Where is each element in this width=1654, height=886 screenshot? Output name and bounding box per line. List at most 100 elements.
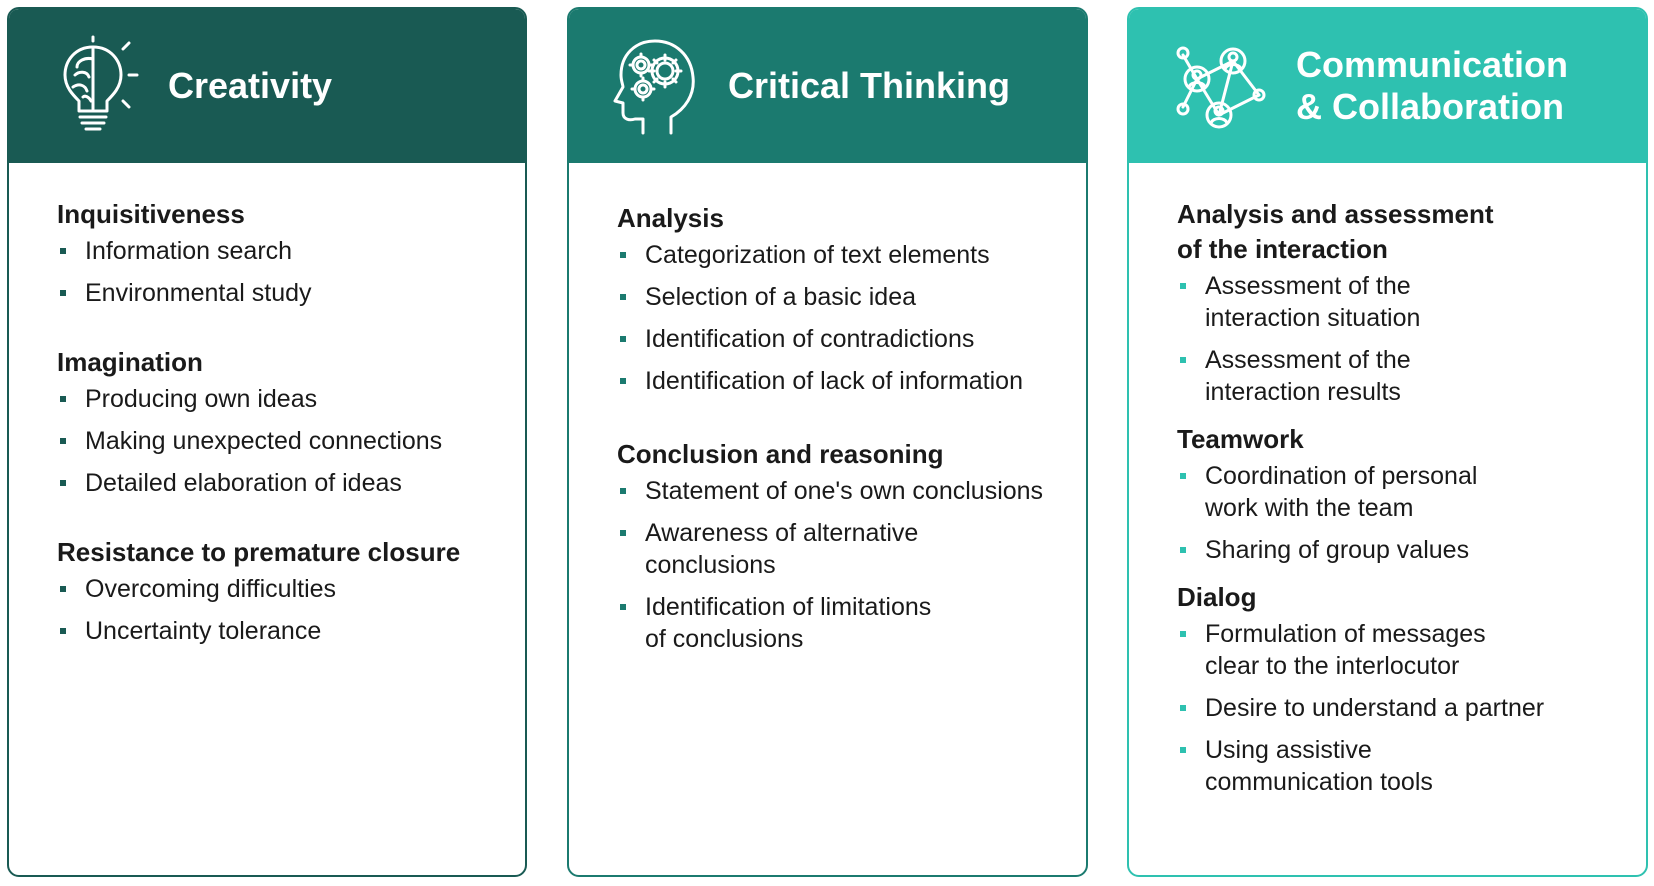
head-gears-icon <box>613 35 709 139</box>
section-analysis: Analysis Categorization of text elements… <box>617 201 1066 397</box>
list-item: Assessment of the interaction situation <box>1177 270 1626 334</box>
creativity-header: Creativity <box>9 9 525 163</box>
square-bullet-icon <box>620 294 626 300</box>
list-item-text: Selection of a basic idea <box>645 283 917 311</box>
bullet-list: Assessment of the interaction situation … <box>1177 270 1626 408</box>
section-heading: Inquisitiveness <box>57 199 245 229</box>
list-item-text: Formulation of messages clear to the int… <box>1205 620 1486 680</box>
list-item: Identification of lack of information <box>617 365 1066 397</box>
section-interaction-analysis: Analysis and assessment of the interacti… <box>1177 197 1626 408</box>
critical-thinking-card: Critical Thinking Analysis Categorizatio… <box>567 7 1088 877</box>
list-item-text: Statement of one's own conclusions <box>645 477 1044 505</box>
section-heading: Imagination <box>57 347 203 377</box>
square-bullet-icon <box>620 530 626 536</box>
section-heading: Conclusion and reasoning <box>617 439 944 469</box>
list-item-text: Producing own ideas <box>85 385 318 413</box>
list-item: Overcoming difficulties <box>57 573 505 605</box>
square-bullet-icon <box>1180 283 1186 289</box>
list-item-text: Awareness of alternative conclusions <box>645 519 919 579</box>
list-item: Sharing of group values <box>1177 534 1626 566</box>
critical-thinking-body: Analysis Categorization of text elements… <box>617 201 1066 695</box>
list-item-text: Information search <box>85 237 293 265</box>
square-bullet-icon <box>60 396 66 402</box>
list-item: Desire to understand a partner <box>1177 692 1626 724</box>
list-item: Statement of one's own conclusions <box>617 475 1066 507</box>
list-item-text: Identification of contradictions <box>645 325 975 353</box>
section-dialog: Dialog Formulation of messages clear to … <box>1177 580 1626 798</box>
critical-thinking-header: Critical Thinking <box>569 9 1086 163</box>
section-inquisitiveness: Inquisitiveness Information search Envir… <box>57 197 505 309</box>
square-bullet-icon <box>1180 631 1186 637</box>
list-item: Awareness of alternative conclusions <box>617 517 1066 581</box>
list-item: Detailed elaboration of ideas <box>57 467 505 499</box>
square-bullet-icon <box>1180 705 1186 711</box>
section-heading: Analysis <box>617 203 724 233</box>
communication-title: Communication & Collaboration <box>1296 44 1569 127</box>
square-bullet-icon <box>620 604 626 610</box>
list-item: Identification of limitations of conclus… <box>617 591 1066 655</box>
list-item-text: Uncertainty tolerance <box>85 617 322 645</box>
list-item: Using assistive communication tools <box>1177 734 1626 798</box>
square-bullet-icon <box>60 438 66 444</box>
square-bullet-icon <box>620 488 626 494</box>
people-network-icon <box>1173 35 1269 139</box>
section-conclusion: Conclusion and reasoning Statement of on… <box>617 437 1066 655</box>
communication-header: Communication & Collaboration <box>1129 9 1646 163</box>
bullet-list: Overcoming difficulties Uncertainty tole… <box>57 573 505 647</box>
section-resistance: Resistance to premature closure Overcomi… <box>57 535 505 647</box>
bullet-list: Producing own ideas Making unexpected co… <box>57 383 505 499</box>
section-teamwork: Teamwork Coordination of personal work w… <box>1177 422 1626 566</box>
bullet-list: Coordination of personal work with the t… <box>1177 460 1626 566</box>
square-bullet-icon <box>1180 747 1186 753</box>
list-item: Environmental study <box>57 277 505 309</box>
square-bullet-icon <box>1180 357 1186 363</box>
list-item-text: Detailed elaboration of ideas <box>85 469 402 497</box>
square-bullet-icon <box>620 378 626 384</box>
section-heading: Dialog <box>1177 582 1257 612</box>
creativity-title: Creativity <box>168 65 333 106</box>
list-item-text: Overcoming difficulties <box>85 575 337 603</box>
bullet-list: Information search Environmental study <box>57 235 505 309</box>
list-item: Coordination of personal work with the t… <box>1177 460 1626 524</box>
bullet-list: Formulation of messages clear to the int… <box>1177 618 1626 798</box>
list-item-text: Identification of lack of information <box>645 367 1023 395</box>
list-item: Identification of contradictions <box>617 323 1066 355</box>
square-bullet-icon <box>1180 473 1186 479</box>
list-item: Formulation of messages clear to the int… <box>1177 618 1626 682</box>
list-item: Producing own ideas <box>57 383 505 415</box>
square-bullet-icon <box>60 480 66 486</box>
square-bullet-icon <box>60 248 66 254</box>
list-item-text: Categorization of text elements <box>645 241 990 269</box>
list-item-text: Desire to understand a partner <box>1205 694 1545 722</box>
list-item-text: Sharing of group values <box>1205 536 1470 564</box>
communication-body: Analysis and assessment of the interacti… <box>1177 197 1626 812</box>
list-item: Categorization of text elements <box>617 239 1066 271</box>
list-item: Information search <box>57 235 505 267</box>
bullet-list: Statement of one's own conclusions Aware… <box>617 475 1066 655</box>
square-bullet-icon <box>60 628 66 634</box>
square-bullet-icon <box>60 586 66 592</box>
communication-card: Communication & Collaboration Analysis a… <box>1127 7 1648 877</box>
square-bullet-icon <box>620 336 626 342</box>
list-item-text: Coordination of personal work with the t… <box>1205 462 1478 522</box>
bullet-list: Categorization of text elements Selectio… <box>617 239 1066 397</box>
list-item-text: Environmental study <box>85 279 312 307</box>
section-imagination: Imagination Producing own ideas Making u… <box>57 345 505 499</box>
critical-thinking-title: Critical Thinking <box>728 65 1011 106</box>
list-item-text: Making unexpected connections <box>85 427 443 455</box>
lightbulb-brain-icon <box>53 35 149 139</box>
square-bullet-icon <box>1180 547 1186 553</box>
section-heading: Resistance to premature closure <box>57 537 461 567</box>
list-item-text: Assessment of the interaction results <box>1205 346 1411 406</box>
creativity-card: Creativity Inquisitiveness Information s… <box>7 7 527 877</box>
list-item-text: Assessment of the interaction situation <box>1205 272 1421 332</box>
list-item-text: Identification of limitations of conclus… <box>645 593 932 653</box>
section-heading: Teamwork <box>1177 424 1304 454</box>
list-item-text: Using assistive communication tools <box>1205 736 1433 796</box>
creativity-body: Inquisitiveness Information search Envir… <box>57 197 505 683</box>
square-bullet-icon <box>620 252 626 258</box>
list-item: Making unexpected connections <box>57 425 505 457</box>
list-item: Selection of a basic idea <box>617 281 1066 313</box>
list-item: Uncertainty tolerance <box>57 615 505 647</box>
section-heading: Analysis and assessment of the interacti… <box>1177 199 1494 264</box>
